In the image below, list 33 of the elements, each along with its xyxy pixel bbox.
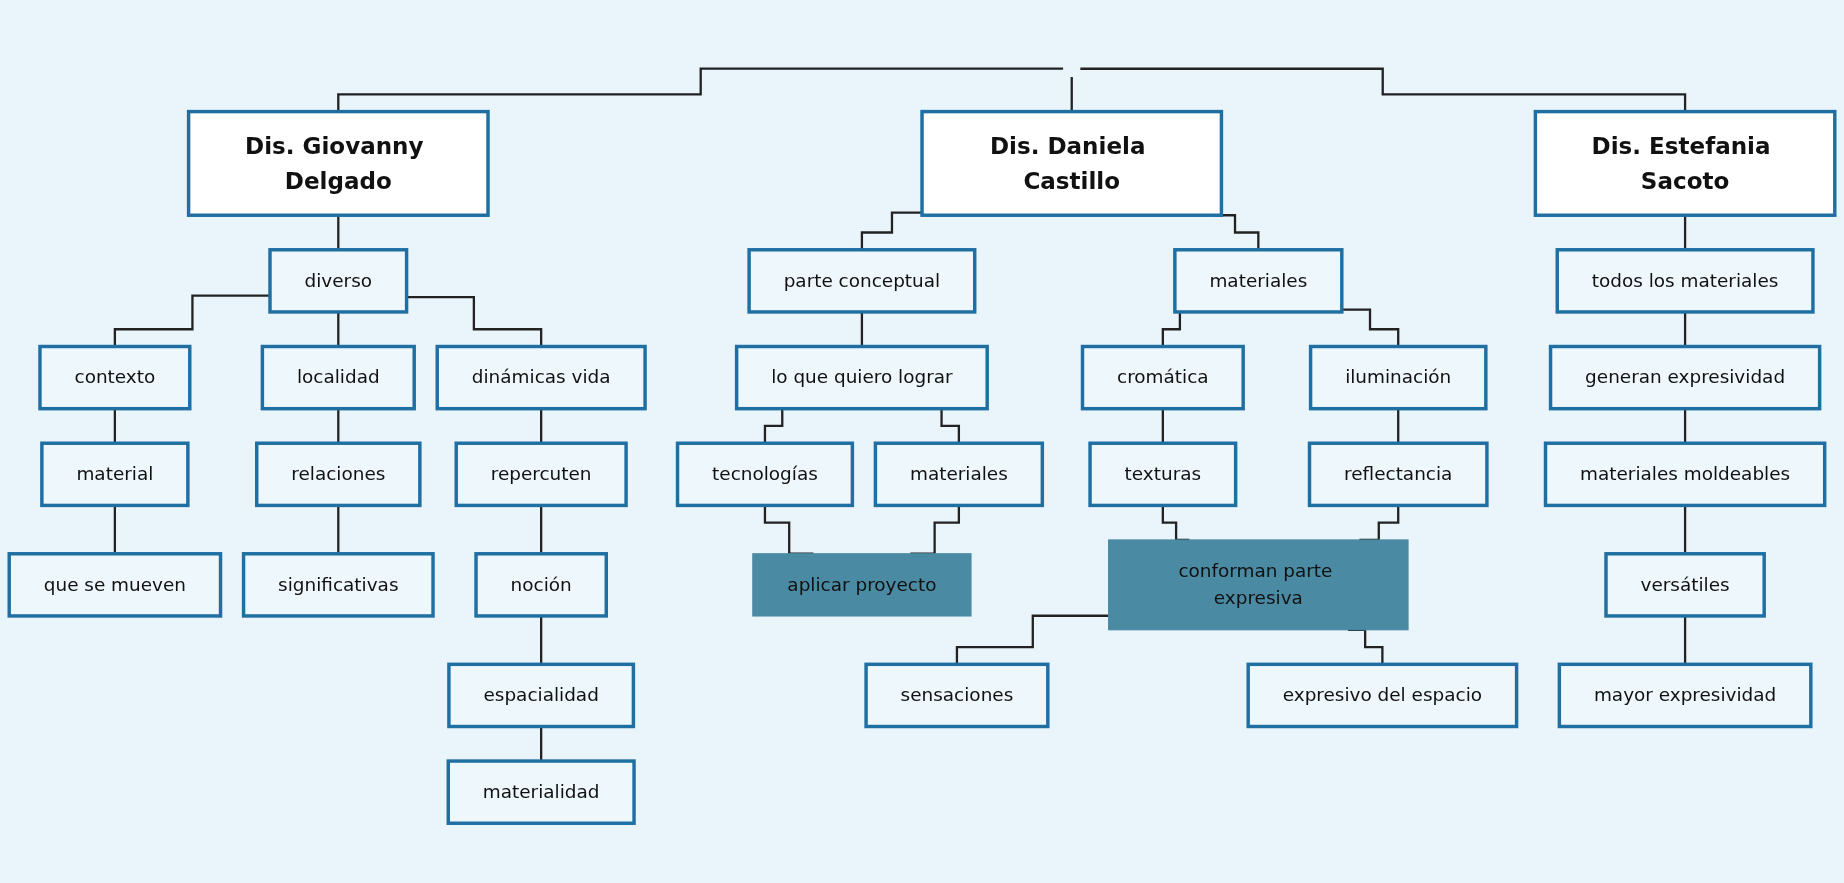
node-box: espacialidad xyxy=(447,662,636,729)
node-box: contexto xyxy=(38,344,192,411)
node-box: Dis. Giovanny Delgado xyxy=(186,109,490,217)
node-box: versátiles xyxy=(1604,552,1766,618)
node-box: Dis. Daniela Castillo xyxy=(920,109,1224,217)
node-box: localidad xyxy=(260,344,416,411)
node-box: todos los materiales xyxy=(1555,248,1815,314)
node-box: materiales moldeables xyxy=(1543,441,1827,508)
node-box: generan expresividad xyxy=(1548,344,1822,411)
node-box: material xyxy=(40,441,190,508)
node-box: materiales xyxy=(1173,248,1344,314)
node-box: Dis. Estefania Sacoto xyxy=(1533,109,1837,217)
node-box: materiales xyxy=(873,441,1045,508)
node-box: reflectancia xyxy=(1307,441,1489,508)
node-box: iluminación xyxy=(1308,344,1488,411)
node-box: tecnologías xyxy=(675,441,855,508)
node-box: dinámicas vida xyxy=(435,344,647,411)
node-box: diverso xyxy=(268,248,409,314)
node-box: que se mueven xyxy=(7,552,223,618)
node-box: cromática xyxy=(1080,344,1245,411)
node-box: noción xyxy=(474,552,608,618)
node-box: parte conceptual xyxy=(747,248,977,314)
node-box: texturas xyxy=(1088,441,1238,508)
node-box: significativas xyxy=(241,552,435,618)
node-box: repercuten xyxy=(454,441,628,508)
node-box: mayor expresividad xyxy=(1557,662,1813,729)
node-box: lo que quiero lograr xyxy=(734,344,989,411)
node-box: materialidad xyxy=(446,759,636,825)
node-box: relaciones xyxy=(255,441,422,508)
node-box: conforman parte expresiva xyxy=(1108,539,1409,631)
node-box: expresivo del espacio xyxy=(1246,662,1519,729)
node-box: aplicar proyecto xyxy=(752,553,972,617)
node-box: sensaciones xyxy=(864,662,1050,729)
